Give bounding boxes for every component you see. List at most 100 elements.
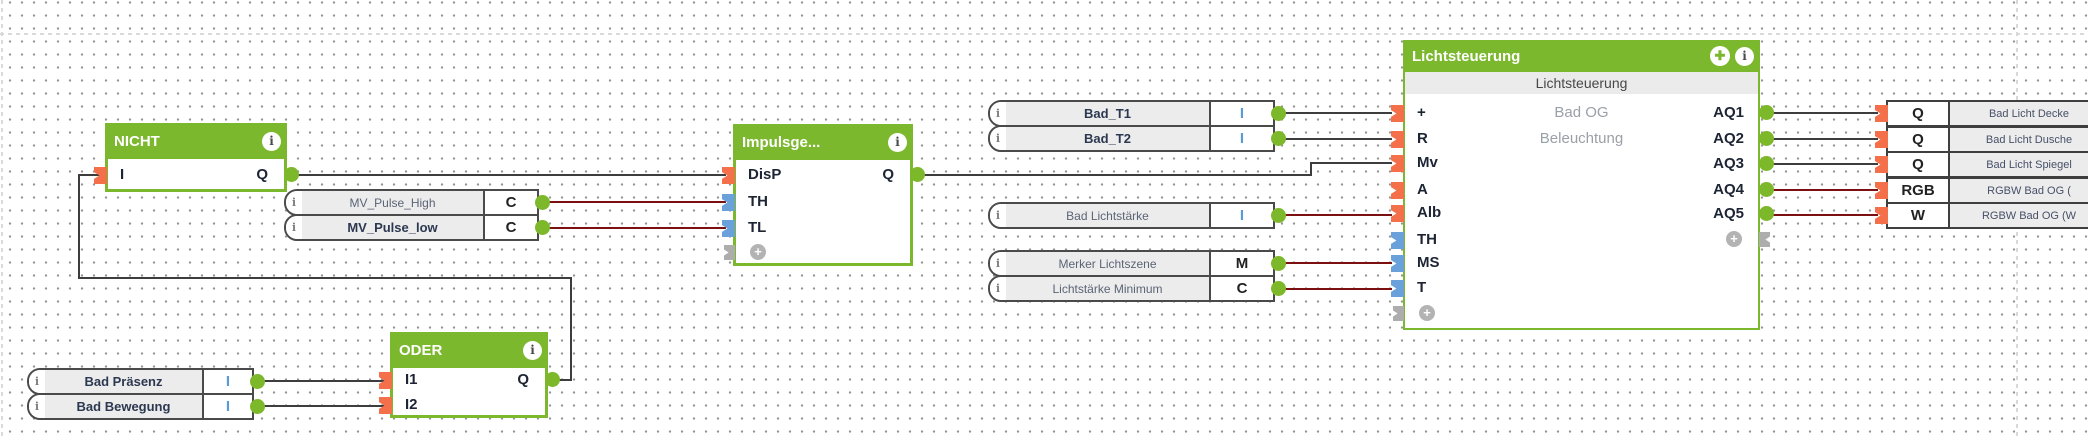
input-connector[interactable] <box>1875 105 1888 122</box>
output-connector-aq5[interactable] <box>1759 206 1774 221</box>
info-icon[interactable]: i <box>262 131 281 151</box>
wire-nicht-to-impulsgeber[interactable] <box>292 174 726 176</box>
info-cap[interactable]: i <box>990 102 1006 125</box>
add-output-connector[interactable] <box>1759 232 1770 247</box>
add-input-button[interactable]: + <box>1419 305 1435 321</box>
input-connector[interactable] <box>1875 156 1888 173</box>
output-connector[interactable] <box>1271 106 1286 121</box>
info-cap[interactable]: i <box>29 395 45 418</box>
output-connector[interactable] <box>535 220 550 235</box>
input-connector[interactable] <box>1875 207 1888 224</box>
input-connector-ms[interactable] <box>1391 255 1404 272</box>
block-lichtsteuerung-header[interactable]: Lichtsteuerung ✚ i <box>1403 40 1760 72</box>
wire-aq4[interactable] <box>1768 189 1878 191</box>
input-connector-i[interactable] <box>94 167 107 184</box>
wire-bad-praesenz[interactable] <box>260 380 386 382</box>
wire-aq2[interactable] <box>1768 138 1878 140</box>
block-nicht-header[interactable]: NICHT i <box>105 123 287 159</box>
output-ref-bad-licht-spiegel[interactable]: Q Bad Licht Spiegel <box>1875 151 2088 178</box>
input-connector-th[interactable] <box>722 194 735 211</box>
output-connector[interactable] <box>1271 208 1286 223</box>
input-connector-alb[interactable] <box>1391 205 1404 222</box>
input-connector-th[interactable] <box>1391 232 1404 249</box>
move-icon[interactable]: ✚ <box>1710 46 1730 66</box>
block-lichtsteuerung[interactable]: Lichtsteuerung ✚ i Lichtsteuerung Bad OG… <box>1391 40 1774 330</box>
wire-oder-to-nicht[interactable] <box>78 277 572 279</box>
input-connector-plus[interactable] <box>1391 105 1404 122</box>
input-ref-merker-lichtszene[interactable]: i Merker Lichtszene M <box>988 250 1286 277</box>
input-ref-bad-bewegung[interactable]: i Bad Bewegung I <box>27 393 265 420</box>
wire-impulsgeber-to-lichtsteuerung[interactable] <box>1310 162 1312 176</box>
output-ref-bad-licht-dusche[interactable]: Q Bad Licht Dusche <box>1875 126 2088 153</box>
wire-bad-bewegung[interactable] <box>260 405 386 407</box>
block-oder[interactable]: ODER i I1 Q I2 <box>379 332 560 418</box>
input-ref-bad-t1[interactable]: i Bad_T1 I <box>988 100 1286 127</box>
input-ref-mv-pulse-low[interactable]: i MV_Pulse_low C <box>284 214 550 241</box>
add-input-connector[interactable] <box>1393 306 1404 321</box>
input-connector-tl[interactable] <box>722 220 735 237</box>
input-connector-mv[interactable] <box>1391 155 1404 172</box>
wire-aq3[interactable] <box>1768 163 1878 165</box>
wire-aq5[interactable] <box>1768 214 1878 216</box>
input-ref-lichtstaerke-minimum[interactable]: i Lichtstärke Minimum C <box>988 275 1286 302</box>
info-cap[interactable]: i <box>29 370 45 393</box>
input-connector-i1[interactable] <box>379 372 392 389</box>
input-connector-a[interactable] <box>1391 182 1404 199</box>
wire-oder-to-nicht[interactable] <box>78 174 102 176</box>
info-icon[interactable]: i <box>523 340 542 360</box>
wire-mv-pulse-low[interactable] <box>544 227 726 229</box>
info-cap[interactable]: i <box>286 191 302 214</box>
wire-bad-lichtstaerke[interactable] <box>1280 214 1392 216</box>
info-icon[interactable]: i <box>1735 46 1754 66</box>
output-connector[interactable] <box>1271 256 1286 271</box>
output-connector[interactable] <box>535 195 550 210</box>
output-connector[interactable] <box>250 374 265 389</box>
info-icon[interactable]: i <box>888 132 907 152</box>
info-cap[interactable]: i <box>990 277 1006 300</box>
output-connector-q[interactable] <box>284 167 299 182</box>
info-cap[interactable]: i <box>990 252 1006 275</box>
block-impulsgeber[interactable]: Impulsge... i DisP Q TH TL + <box>722 124 925 266</box>
output-connector-q[interactable] <box>545 372 560 387</box>
output-connector-q[interactable] <box>910 167 925 182</box>
add-input-connector[interactable] <box>724 245 735 260</box>
wire-oder-to-nicht[interactable] <box>570 277 572 381</box>
wire-aq1[interactable] <box>1768 112 1878 114</box>
output-ref-rgbw-bad-og[interactable]: RGB RGBW Bad OG ( <box>1875 177 2088 204</box>
input-connector-r[interactable] <box>1391 131 1404 148</box>
output-connector[interactable] <box>1271 281 1286 296</box>
block-nicht[interactable]: NICHT i I Q <box>94 123 299 192</box>
output-ref-bad-licht-decke[interactable]: Q Bad Licht Decke <box>1875 100 2088 127</box>
wire-bad-t1[interactable] <box>1280 112 1392 114</box>
output-ref-rgbw-bad-og-w[interactable]: W RGBW Bad OG (W <box>1875 202 2088 229</box>
output-connector-aq1[interactable] <box>1759 105 1774 120</box>
input-connector-t[interactable] <box>1391 280 1404 297</box>
wire-impulsgeber-to-lichtsteuerung[interactable] <box>1310 162 1392 164</box>
output-connector-aq3[interactable] <box>1759 156 1774 171</box>
wire-mv-pulse-high[interactable] <box>544 201 726 203</box>
info-cap[interactable]: i <box>990 127 1006 150</box>
block-impulsgeber-header[interactable]: Impulsge... i <box>733 124 913 160</box>
input-connector[interactable] <box>1875 182 1888 199</box>
wire-merker-lichtszene[interactable] <box>1280 262 1392 264</box>
info-cap[interactable]: i <box>286 216 302 239</box>
input-connector[interactable] <box>1875 131 1888 148</box>
wire-bad-t2[interactable] <box>1280 138 1392 140</box>
input-ref-bad-lichtstaerke[interactable]: i Bad Lichtstärke I <box>988 202 1286 229</box>
output-connector[interactable] <box>1271 131 1286 146</box>
input-ref-bad-t2[interactable]: i Bad_T2 I <box>988 125 1286 152</box>
input-ref-mv-pulse-high[interactable]: i MV_Pulse_High C <box>284 189 550 216</box>
wire-impulsgeber-to-lichtsteuerung[interactable] <box>918 174 1312 176</box>
output-connector[interactable] <box>250 399 265 414</box>
output-connector-aq2[interactable] <box>1759 131 1774 146</box>
input-connector-i2[interactable] <box>379 397 392 414</box>
add-input-button[interactable]: + <box>750 244 766 260</box>
block-oder-header[interactable]: ODER i <box>390 332 548 368</box>
wire-lichtstaerke-minimum[interactable] <box>1280 288 1392 290</box>
add-output-button[interactable]: + <box>1726 231 1742 247</box>
input-connector-disp[interactable] <box>722 167 735 184</box>
input-ref-bad-praesenz[interactable]: i Bad Präsenz I <box>27 368 265 395</box>
wire-oder-to-nicht[interactable] <box>78 174 80 279</box>
info-cap[interactable]: i <box>990 204 1006 227</box>
